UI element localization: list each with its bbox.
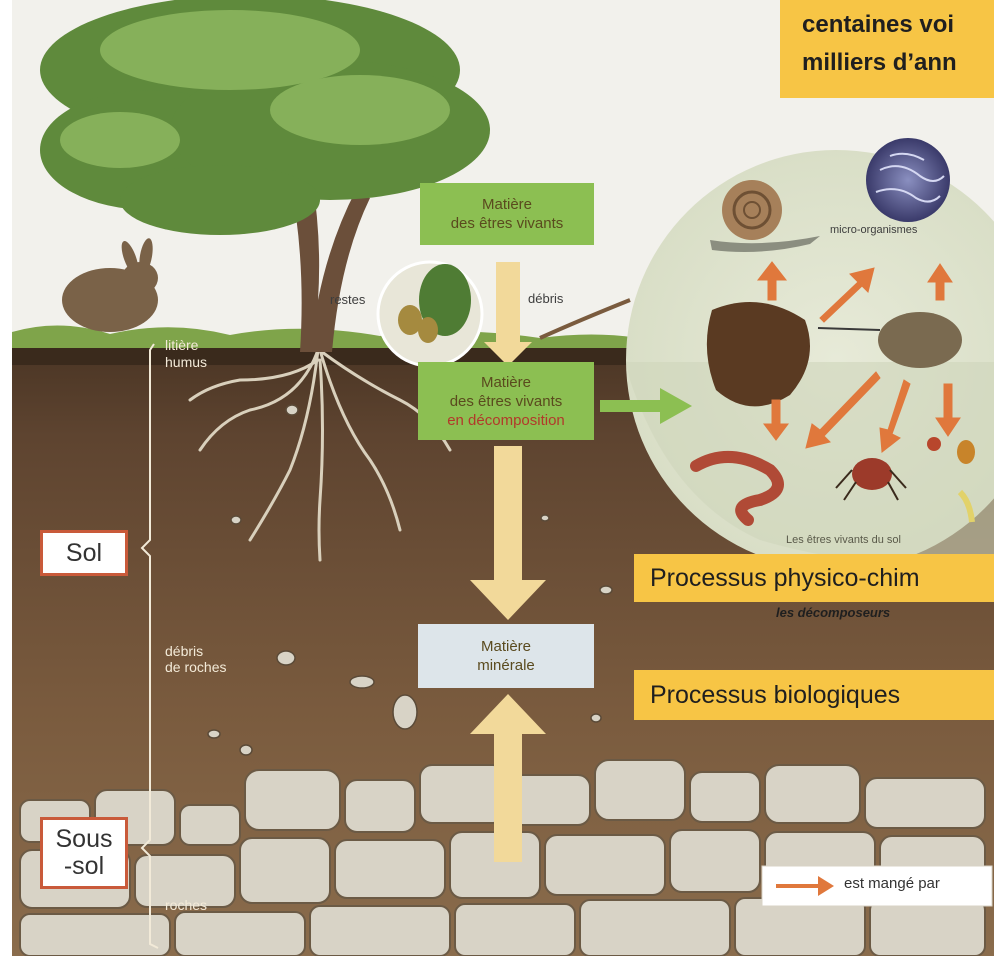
decomposers-label: les décomposeurs [776,605,890,620]
subsoil-line-2: -sol [64,853,104,880]
remains-label: restes [330,292,365,307]
decomposing-matter-box: Matière des êtres vivants en décompositi… [418,362,594,440]
decomposing-matter-line-2: des êtres vivants [447,392,565,411]
biological-process-callout: Processus biologiques [634,670,994,720]
litter-label: litière [165,338,198,353]
legend-label: est mangé par [844,875,940,892]
time-note-line-1: centaines voi [802,6,994,44]
soil-tag: Sol [40,530,128,576]
springtail [957,440,975,464]
living-matter-line-2: des êtres vivants [451,214,564,233]
small-insect [927,437,941,451]
living-matter-box: Matière des êtres vivants [420,183,594,245]
rock-debris-label-2: de roches [165,660,226,675]
rock-debris-label-1: débris [165,644,203,659]
mineral-matter-line-2: minérale [477,656,535,675]
rocks-label: roches [165,898,207,913]
debris-label: débris [528,291,563,306]
subsoil-tag: Sous -sol [40,817,128,889]
micro-organisms-label: micro-organismes [830,224,917,236]
humus-label: humus [165,355,207,370]
decomposed-matter [878,312,962,368]
physico-chemical-process-callout: Processus physico-chim [634,554,994,602]
decomposing-matter-line-3: en décomposition [447,411,565,430]
decomposing-matter-line-1: Matière [447,373,565,392]
mineral-matter-line-1: Matière [477,637,535,656]
time-note: centaines voi milliers d’ann [780,0,994,98]
living-matter-line-1: Matière [451,195,564,214]
subsoil-line-1: Sous [56,826,113,853]
time-note-line-2: milliers d’ann [802,44,994,82]
soil-organisms-label: Les êtres vivants du sol [786,534,901,546]
mineral-matter-box: Matière minérale [418,624,594,688]
